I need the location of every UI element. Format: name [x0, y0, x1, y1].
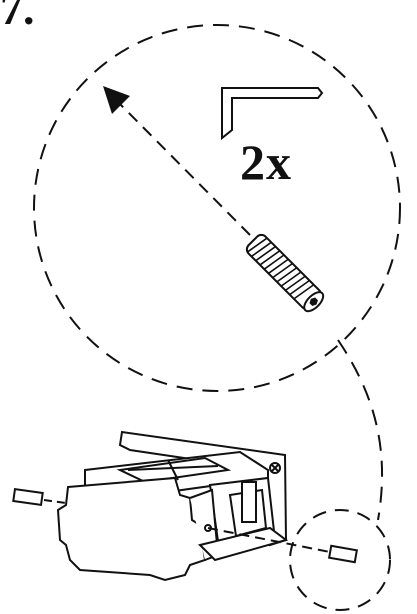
step-number: 7. [0, 0, 35, 34]
magnified-callout-circle [33, 24, 401, 392]
detail-circle [289, 509, 391, 611]
hex-key-icon [221, 87, 324, 141]
mounting-bracket-icon [56, 430, 289, 582]
set-screw-icon [245, 233, 325, 313]
left-set-screw-icon [12, 487, 67, 507]
arrow-head-icon [103, 86, 130, 114]
insertion-arrow-line [115, 99, 251, 236]
quantity-label: 2x [240, 134, 292, 190]
right-set-screw-icon [207, 527, 359, 564]
callout-connector-line [337, 339, 384, 521]
